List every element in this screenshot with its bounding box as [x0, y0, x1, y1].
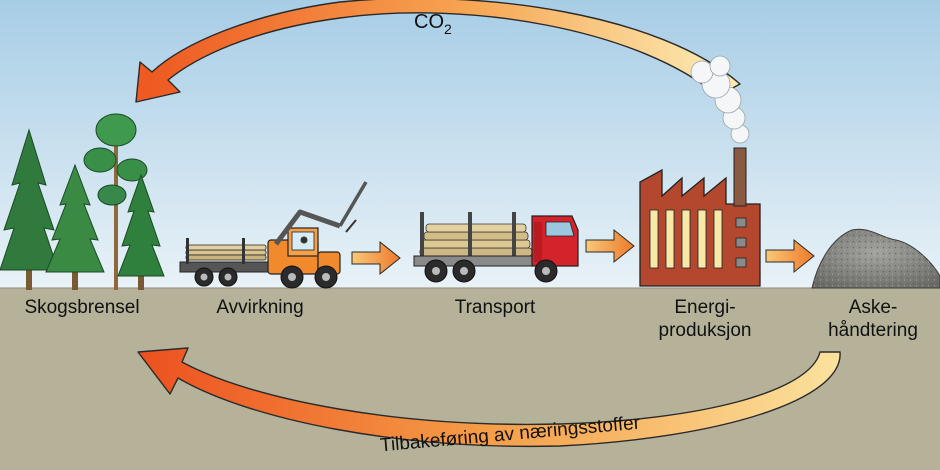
factory-icon — [639, 147, 761, 287]
stage-label-harvest: Avvirkning — [216, 297, 304, 318]
stage-label-energy: Energi- produksjon — [640, 296, 770, 342]
forest-machine-icon — [179, 181, 368, 289]
tree-icon — [117, 173, 165, 290]
arrow-right-icon — [585, 228, 635, 264]
tree-icon — [0, 128, 59, 290]
co2-label: CO2 — [414, 11, 452, 37]
arrow-right-icon — [351, 240, 401, 276]
tree-icon — [83, 113, 148, 290]
stage-label-forest: Skogsbrensel — [24, 297, 140, 318]
stage-label-energy-line1: Energi- — [674, 297, 736, 318]
ash-pile-icon — [811, 228, 940, 289]
stage-label-ash-line2: håndtering — [828, 320, 918, 341]
tree-icon — [45, 163, 105, 290]
stage-label-ash: Aske- håndtering — [808, 296, 938, 342]
stage-label-energy-line2: produksjon — [658, 320, 752, 341]
smoke-plume — [690, 55, 750, 144]
co2-cycle-arrow — [135, 0, 741, 103]
stage-label-ash-line1: Aske- — [848, 297, 898, 318]
arrow-right-icon — [765, 238, 815, 274]
stage-label-transport: Transport — [454, 297, 536, 318]
nutrient-return-arrow — [137, 347, 841, 448]
timber-truck-icon — [413, 212, 579, 283]
